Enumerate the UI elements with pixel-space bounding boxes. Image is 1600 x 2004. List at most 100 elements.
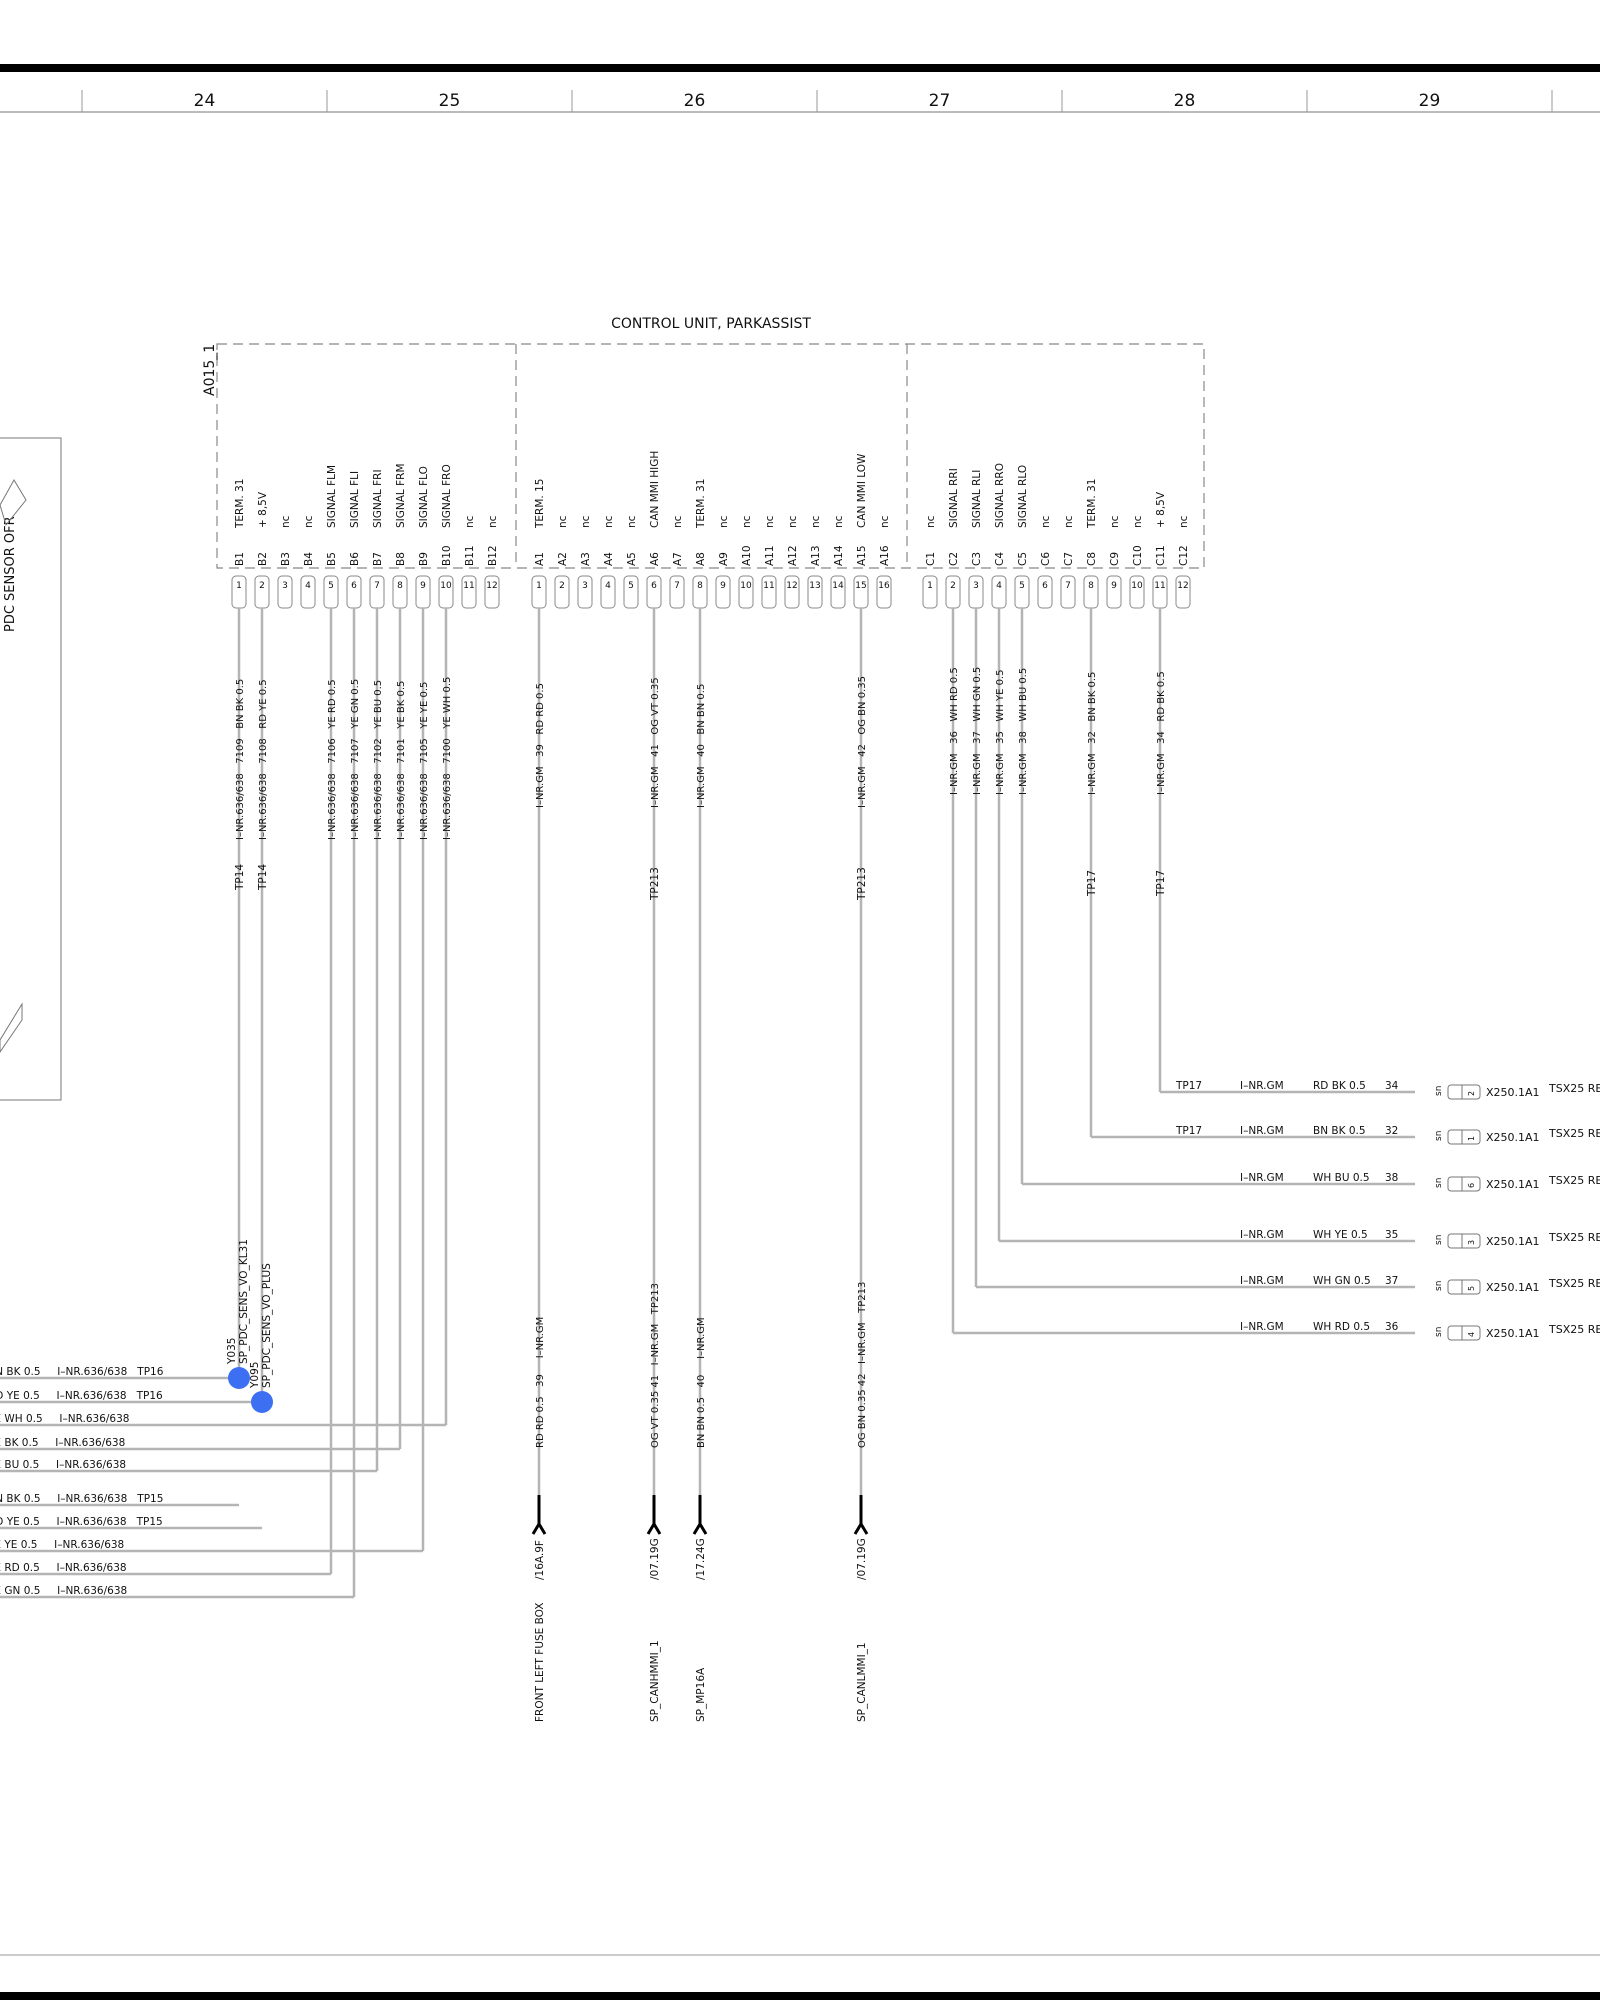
right-sn-C8: sn — [1434, 1131, 1444, 1141]
right-connector-C4 — [1447, 1233, 1481, 1249]
right-conn-num-C2: 4 — [1467, 1332, 1476, 1337]
wire-tp-C11: TP17 — [1155, 870, 1167, 897]
pin-signal-A7: nc — [672, 515, 684, 528]
right-sn-C3: sn — [1434, 1281, 1444, 1291]
left-label-3: YE WH 0.5 I–NR.636/638 — [0, 1413, 129, 1425]
pin-signal-A16: nc — [879, 515, 891, 528]
column-number-27: 27 — [929, 91, 951, 111]
column-number-25: 25 — [439, 91, 461, 111]
pin-signal-C10: nc — [1132, 515, 1144, 528]
left-label-4: YE BK 0.5 I–NR.636/638 — [0, 1437, 125, 1449]
right-num-C5: 38 — [1385, 1172, 1398, 1184]
wire-arrow-A1 — [531, 1521, 547, 1535]
right-harness-C8: I–NR.GM — [1240, 1125, 1284, 1137]
control-unit-ref: A015_1 — [202, 344, 218, 396]
pin-signal-B6: SIGNAL FLI — [349, 471, 361, 528]
pin-id-A16: A16 — [879, 545, 891, 566]
pin-socket-B12 — [484, 575, 500, 609]
pin-number-B12: 12 — [486, 581, 497, 591]
pin-id-C12: C12 — [1178, 545, 1190, 566]
right-dest-C4: TSX25 RE — [1548, 1231, 1600, 1244]
left-label-9: YE RD 0.5 I–NR.636/638 — [0, 1562, 127, 1574]
right-tp-C11: TP17 — [1175, 1080, 1202, 1092]
pin-id-A11: A11 — [764, 545, 776, 566]
left-component-box — [0, 437, 62, 1101]
wire-dest-A8: SP_MP16A — [695, 1667, 707, 1722]
pin-socket-A11 — [761, 575, 777, 609]
pin-signal-C1: nc — [925, 515, 937, 528]
pin-number-C10: 10 — [1131, 581, 1143, 591]
pin-signal-B12: nc — [487, 515, 499, 528]
pin-socket-A3 — [577, 575, 593, 609]
pin-number-B7: 7 — [374, 581, 380, 591]
wire-label-B8: I–NR.636/638 7101 YE BK 0.5 — [396, 681, 407, 840]
left-label-1: BN BK 0.5 I–NR.636/638 TP16 — [0, 1366, 164, 1378]
pin-socket-B4 — [300, 575, 316, 609]
splice-ref-1: Y035 — [226, 1338, 238, 1365]
pin-number-A2: 2 — [559, 581, 565, 591]
pin-number-B8: 8 — [397, 581, 403, 591]
pin-signal-A12: nc — [787, 515, 799, 528]
pin-signal-C6: nc — [1040, 515, 1052, 528]
pin-signal-A4: nc — [603, 515, 615, 528]
right-conn-num-C11: 2 — [1467, 1091, 1476, 1096]
right-num-C2: 36 — [1385, 1321, 1399, 1333]
pin-signal-C4: SIGNAL RRO — [994, 463, 1006, 528]
pin-signal-A8: TERM. 31 — [695, 479, 707, 529]
pin-id-A15: A15 — [856, 545, 868, 566]
wire-label-B7: I–NR.636/638 7102 YE BU 0.5 — [373, 680, 384, 840]
pin-number-B3: 3 — [282, 581, 288, 591]
right-dest-C2: TSX25 RE — [1548, 1323, 1600, 1336]
pin-number-A9: 9 — [720, 581, 726, 591]
bottom-frame-bar — [0, 1992, 1600, 2000]
wire-label-B2: I–NR.636/638 7108 RD YE 0.5 — [258, 679, 269, 840]
right-color-C3: WH GN 0.5 — [1313, 1275, 1371, 1287]
pin-id-C4: C4 — [994, 552, 1006, 566]
pin-number-B10: 10 — [440, 581, 452, 591]
wires — [0, 608, 1481, 1599]
pin-id-B6: B6 — [349, 552, 361, 566]
pin-socket-C9 — [1106, 575, 1122, 609]
wire-label-C4: I–NR.GM 35 WH YE 0.5 — [995, 670, 1006, 795]
pin-signal-C8: TERM. 31 — [1086, 479, 1098, 529]
pin-signal-A13: nc — [810, 515, 822, 528]
pin-number-C8: 8 — [1088, 581, 1094, 591]
pin-signal-A3: nc — [580, 515, 592, 528]
top-frame-bar — [0, 64, 1600, 72]
right-color-C11: RD BK 0.5 — [1313, 1080, 1366, 1092]
right-tp-C8: TP17 — [1175, 1125, 1202, 1137]
right-color-C4: WH YE 0.5 — [1313, 1229, 1368, 1241]
pin-signal-B10: SIGNAL FRO — [441, 464, 453, 528]
pin-number-B2: 2 — [259, 581, 265, 591]
pin-number-B6: 6 — [351, 581, 357, 591]
pin-id-A3: A3 — [580, 552, 592, 566]
pin-signal-B1: TERM. 31 — [234, 479, 246, 529]
splice-y035 — [228, 1367, 250, 1389]
pin-signal-A14: nc — [833, 515, 845, 528]
pin-socket-A4 — [600, 575, 616, 609]
right-connector-C3 — [1447, 1279, 1481, 1295]
right-connector-C2 — [1447, 1325, 1481, 1341]
pin-signal-A6: CAN MMI HIGH — [649, 451, 661, 528]
pin-number-A7: 7 — [674, 581, 680, 591]
right-sn-C2: sn — [1434, 1327, 1444, 1337]
pin-id-A2: A2 — [557, 552, 569, 566]
pin-id-B2: B2 — [257, 552, 269, 566]
pin-number-A14: 14 — [832, 581, 844, 591]
wire-dest-A1: FRONT LEFT FUSE BOX — [534, 1603, 546, 1722]
pin-number-A3: 3 — [582, 581, 588, 591]
wire-bottom-label-A8: BN BN 0.5 40 I–NR.GM — [696, 1317, 707, 1448]
wire-dest-A6: SP_CANHMMI_1 — [649, 1640, 661, 1722]
right-conn-num-C4: 3 — [1467, 1240, 1476, 1245]
wire-arrow-A6 — [646, 1521, 662, 1535]
pin-signal-A9: nc — [718, 515, 730, 528]
wire-arrow-A8 — [692, 1521, 708, 1535]
pin-id-A6: A6 — [649, 552, 661, 566]
pin-signal-B8: SIGNAL FRM — [395, 463, 407, 528]
splice-y095 — [251, 1391, 273, 1413]
wire-label-A15: I–NR.GM 42 OG BN 0.35 — [857, 676, 868, 808]
wire-bottom-label-A15: OG BN 0.35 42 I–NR.GM TP213 — [857, 1282, 868, 1448]
pin-signal-A5: nc — [626, 515, 638, 528]
column-number-24: 24 — [194, 91, 216, 111]
